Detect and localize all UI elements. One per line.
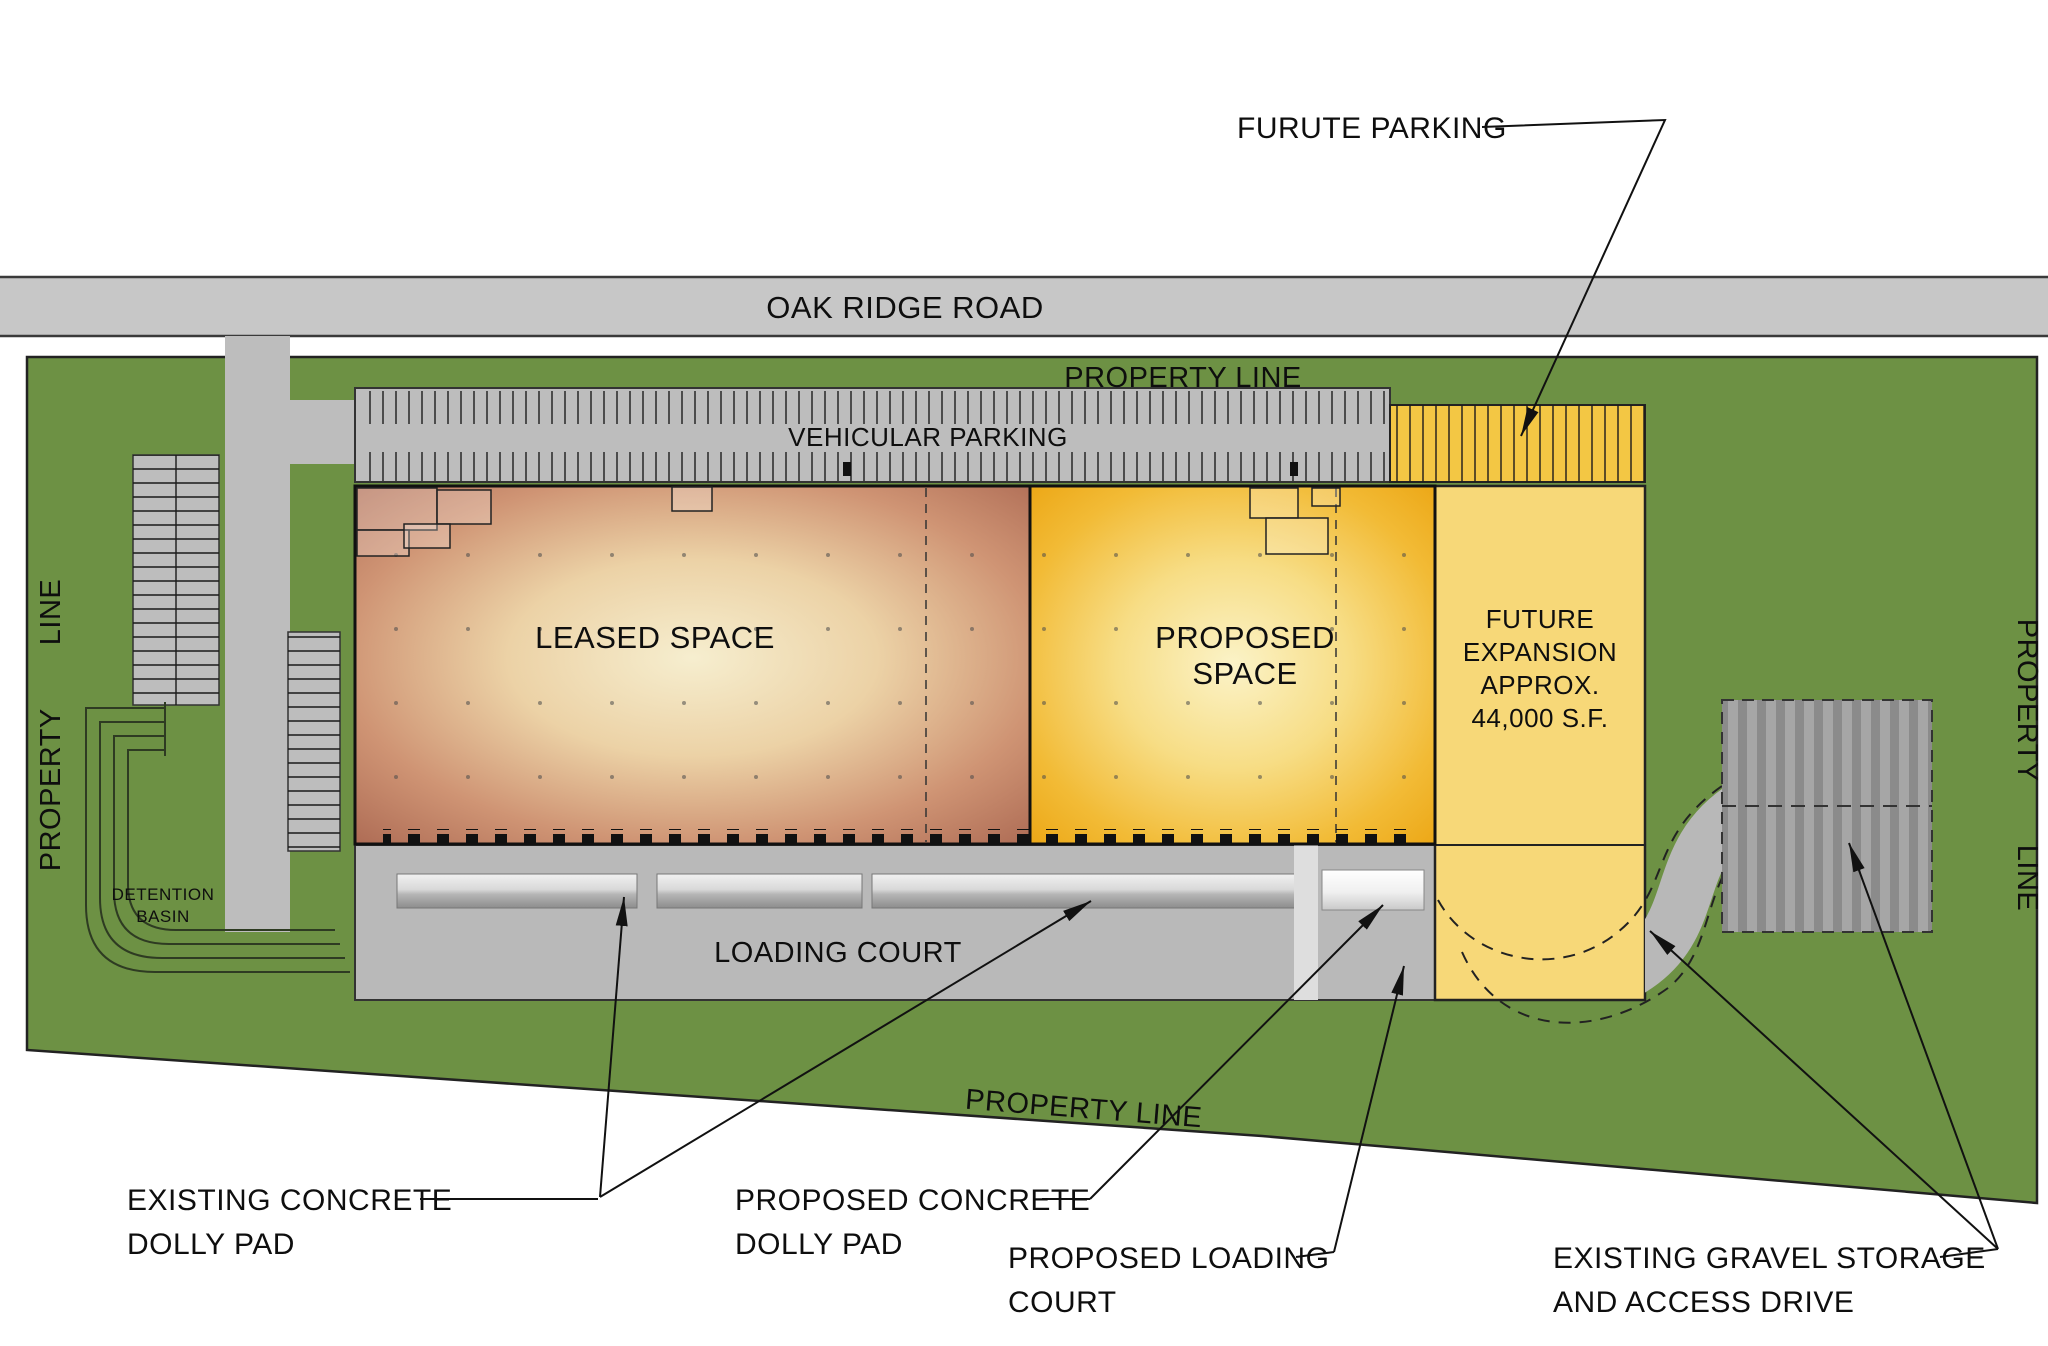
future-parking-area [1389,404,1646,483]
vehicular-parking-label: VEHICULAR PARKING [788,422,1068,452]
leader-lines [420,118,1999,1258]
gravel-storage-area [1722,700,1932,932]
property-line-top-label: PROPERTY LINE [1064,362,1302,394]
proposed-dolly-label-line2: DOLLY PAD [735,1228,903,1261]
basin-contour-3 [113,735,340,945]
column-grid-dots [370,500,1420,830]
existing-dolly-pad-1 [396,873,638,909]
access-drive-surface [1645,783,1761,993]
gravel-leader-2 [1649,930,1999,1250]
basin-contour-1 [85,707,350,973]
existing-dolly-leader-2 [599,900,1092,1198]
road-label: OAK RIDGE ROAD [766,290,1043,325]
expansion-label-line1: FUTURE [1486,604,1594,634]
existing-dolly-pad-3 [871,873,1297,909]
gravel-leader-1 [1848,842,1999,1250]
interior-room [356,487,438,531]
proposed-loading-leader [1333,965,1405,1253]
proposed-loading-label-line2: COURT [1008,1286,1117,1319]
detention-basin-label-line1: DETENTION [112,885,215,904]
existing-dolly-label-line1: EXISTING CONCRETE [127,1184,452,1217]
basin-contour-4 [127,749,335,931]
future-expansion-area [1433,484,1647,1002]
proposed-loading-dash [1295,1251,1335,1258]
gravel-storage [1721,699,1933,933]
basin-contour-2 [99,721,345,959]
future-expansion: FUTURE EXPANSION APPROX. 44,000 S.F. [1433,484,1647,1002]
existing-dolly-pad-2 [656,873,863,909]
leased-space-label: LEASED SPACE [535,620,775,655]
proposed-space-label-line1: PROPOSED [1155,620,1335,655]
future-parking-label: FURUTE PARKING [1237,112,1507,145]
gravel-storage-border [1721,699,1933,933]
interior-room [1265,517,1329,555]
entry-drive [225,336,290,932]
proposed-dolly-leader [1089,904,1384,1200]
south-west-parking-stalls [288,632,340,851]
parking-stalls-south [360,452,1386,481]
parking-sign-1 [843,462,851,476]
drive-connector [288,400,358,464]
dock-doors-row [383,829,1423,845]
access-drive-edge-south [1461,823,1769,1024]
existing-dolly-label-line2: DOLLY PAD [127,1228,295,1261]
proposed-loading-label-line1: PROPOSED LOADING [1008,1242,1329,1275]
interior-room [356,529,410,557]
loading-court-surface [354,844,1436,1001]
property-line-right-label: PROPERTY LINE [2011,619,2043,912]
loading-court: LOADING COURT [354,844,1436,1001]
proposed-dolly-pad [1321,869,1425,911]
building: LEASED SPACE PROPOSED SPACE [353,484,1437,846]
gravel-storage-label-line2: AND ACCESS DRIVE [1553,1286,1854,1319]
interior-room [403,523,451,549]
west-parking-rows [132,454,341,852]
loading-court-label: LOADING COURT [714,937,962,969]
oak-ridge-road [0,275,2048,338]
access-drive-edge-north [1437,785,1723,961]
proposed-dolly-label-line1: PROPOSED CONCRETE [735,1184,1090,1217]
interior-room [436,489,492,525]
expansion-label-line2: EXPANSION [1463,637,1617,667]
interior-room [1311,487,1341,507]
gravel-dash [1939,1248,1999,1258]
expansion-label-line4: 44,000 S.F. [1471,703,1608,733]
existing-dolly-leader-1 [599,896,628,1198]
interior-room [1249,487,1299,519]
road-surface [0,277,2048,336]
interior-rooms [356,486,1341,557]
access-drive [1437,783,1769,1024]
future-parking-leader [1481,118,1667,437]
site-driveway [225,336,358,932]
proposed-court-strip [1294,845,1318,1000]
expansion-label-line3: APPROX. [1480,670,1599,700]
detention-basin-label-line2: BASIN [136,907,190,926]
interior-room [671,486,713,512]
parking-stalls-north [360,391,1386,424]
parking-sign-2 [1290,462,1298,476]
proposed-space-label-line2: SPACE [1192,656,1297,691]
future-parking-stalls [1390,405,1645,482]
gravel-storage-label-line1: EXISTING GRAVEL STORAGE [1553,1242,1986,1275]
detention-basin [85,702,350,973]
vehicular-parking-strip: VEHICULAR PARKING [354,387,1391,483]
property-line-left-label: PROPERTY LINE [35,579,67,872]
